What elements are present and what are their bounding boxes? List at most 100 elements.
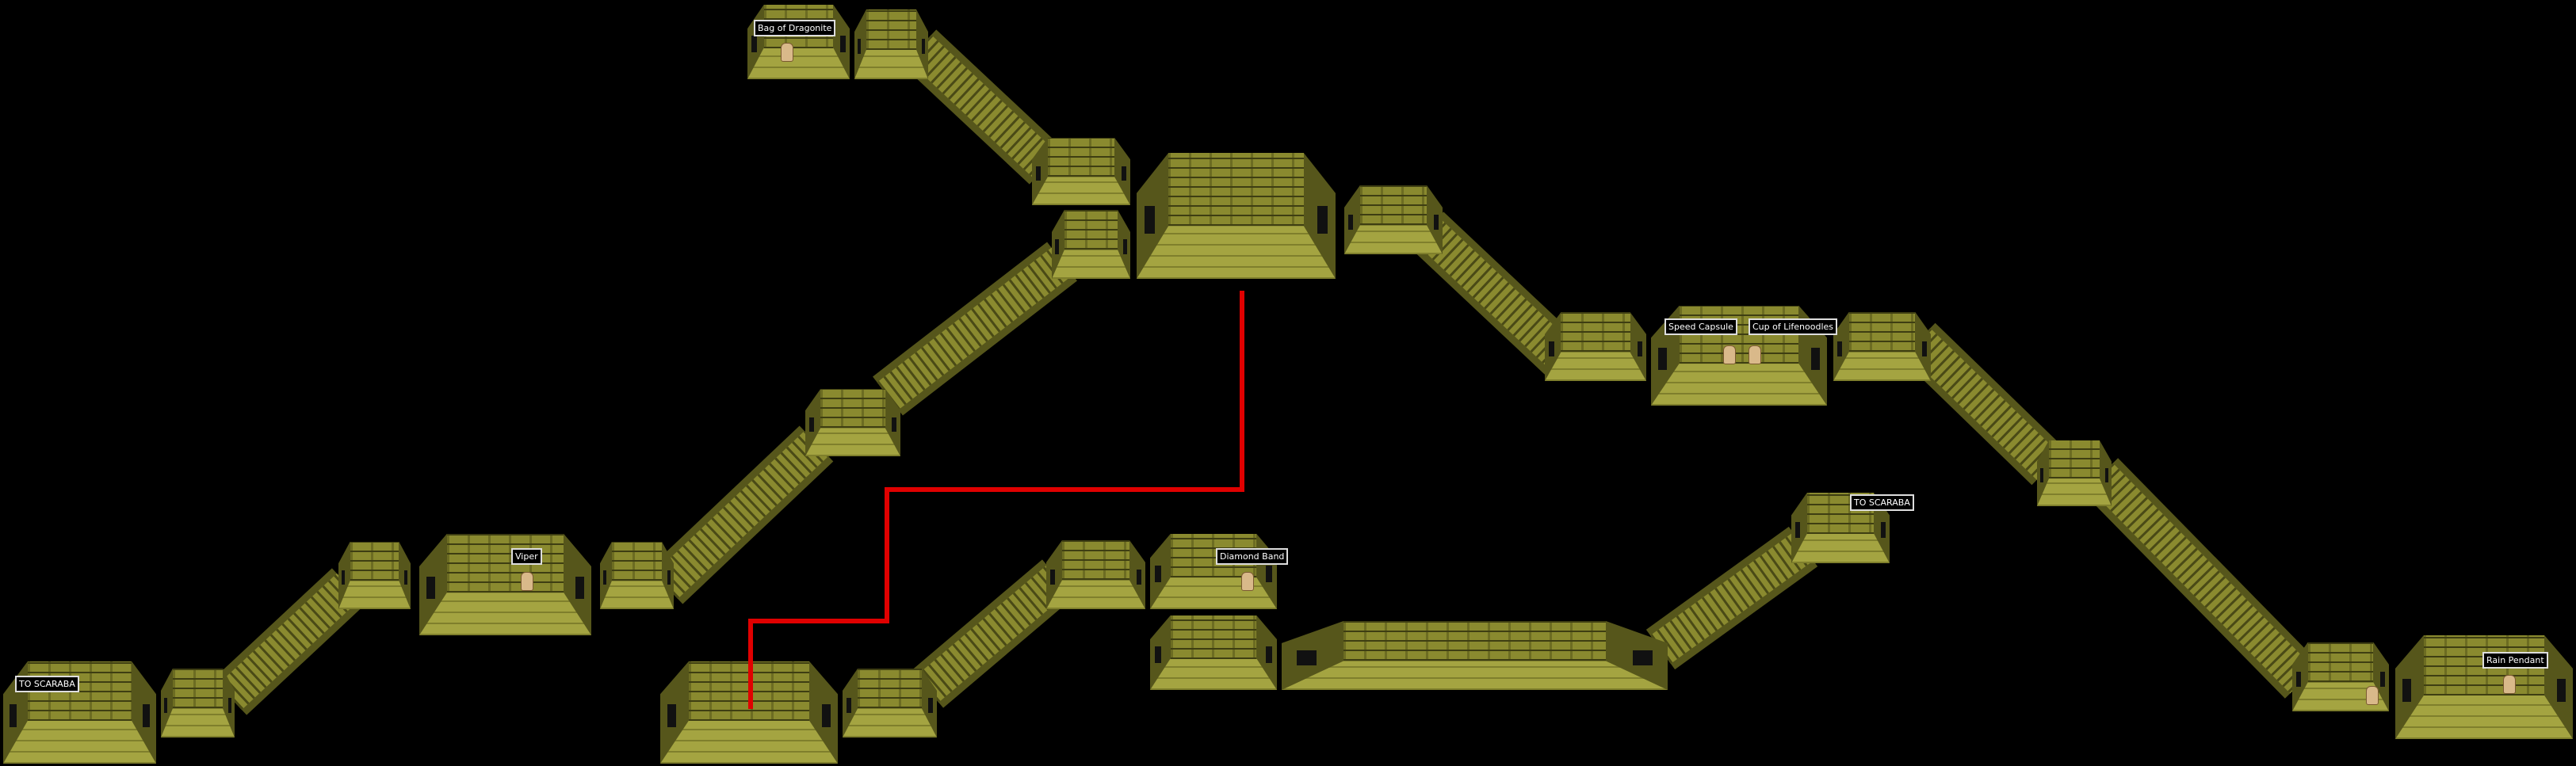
doorway[interactable] (1921, 341, 1928, 356)
room (600, 542, 674, 609)
doorway[interactable] (1123, 238, 1128, 254)
room-floor (747, 48, 850, 79)
room-back-wall (1047, 138, 1115, 177)
doorway[interactable] (9, 704, 17, 727)
doorway[interactable] (142, 704, 151, 727)
room (1137, 153, 1336, 279)
doorway[interactable] (1136, 569, 1141, 585)
room (805, 389, 900, 456)
doorway[interactable] (751, 36, 757, 53)
room (161, 669, 235, 737)
doorway[interactable] (928, 697, 934, 713)
doorway[interactable] (341, 570, 346, 585)
room (843, 669, 937, 737)
staircase (1414, 216, 1574, 370)
doorway[interactable] (1050, 569, 1056, 585)
label-to-scaraba-east: TO SCARABA (1850, 494, 1914, 511)
room-floor (843, 708, 937, 737)
doorway[interactable] (2380, 671, 2386, 687)
doorway[interactable] (1633, 650, 1653, 665)
room-floor (1150, 658, 1277, 690)
room (1344, 185, 1443, 254)
room (419, 534, 591, 635)
doorway[interactable] (1836, 341, 1843, 356)
staircase (907, 34, 1059, 180)
room-floor (419, 593, 591, 635)
doorway[interactable] (892, 417, 897, 433)
room-back-wall (446, 534, 564, 593)
chest-icon[interactable] (2366, 686, 2379, 705)
room (1282, 621, 1668, 690)
doorway[interactable] (1794, 522, 1801, 538)
staircase (877, 247, 1073, 410)
staircase (915, 565, 1070, 703)
doorway[interactable] (1637, 341, 1642, 356)
chest-icon[interactable] (1241, 572, 1254, 591)
doorway[interactable] (1433, 214, 1439, 230)
staircase (217, 573, 361, 711)
room (1545, 312, 1646, 381)
room-floor (1052, 250, 1130, 279)
doorway[interactable] (1317, 205, 1328, 234)
doorway[interactable] (403, 570, 408, 585)
doorway[interactable] (1880, 522, 1886, 538)
doorway[interactable] (2402, 679, 2412, 702)
doorway[interactable] (2295, 671, 2301, 687)
doorway[interactable] (1155, 646, 1162, 664)
doorway[interactable] (1155, 565, 1162, 582)
room (1150, 615, 1277, 690)
label-rain-pendant: Rain Pendant (2482, 652, 2548, 669)
room-back-wall (2049, 440, 2100, 479)
doorway[interactable] (1811, 347, 1821, 370)
doorway[interactable] (575, 576, 585, 599)
doorway[interactable] (2556, 679, 2566, 702)
doorway[interactable] (667, 704, 677, 727)
doorway[interactable] (1145, 205, 1155, 234)
doorway[interactable] (1347, 214, 1354, 230)
room-floor (3, 720, 156, 764)
room-back-wall (2307, 642, 2374, 683)
doorway[interactable] (602, 570, 607, 585)
chest-icon[interactable] (1749, 345, 1761, 364)
doorway[interactable] (2104, 467, 2109, 483)
doorway[interactable] (667, 570, 671, 585)
chest-icon[interactable] (2503, 675, 2516, 694)
doorway[interactable] (163, 697, 168, 713)
room-floor (805, 428, 900, 456)
doorway[interactable] (1297, 650, 1317, 665)
doorway[interactable] (1549, 341, 1554, 356)
doorway[interactable] (2039, 467, 2044, 483)
room-floor (2395, 695, 2573, 739)
staircase (653, 431, 829, 599)
doorway[interactable] (1265, 646, 1272, 664)
doorway[interactable] (1054, 238, 1059, 254)
doorway[interactable] (846, 697, 851, 713)
doorway[interactable] (821, 704, 831, 727)
doorway[interactable] (1657, 347, 1667, 370)
room-back-wall (1170, 615, 1257, 659)
staircase (1905, 328, 2062, 480)
doorway[interactable] (1265, 565, 1272, 582)
room-back-wall (1168, 153, 1304, 227)
doorway[interactable] (1035, 166, 1041, 181)
doorway[interactable] (840, 36, 846, 53)
route-path (748, 291, 1244, 709)
room (1833, 312, 1931, 381)
room-back-wall (858, 669, 922, 709)
doorway[interactable] (1121, 166, 1127, 181)
room-floor (161, 708, 235, 737)
doorway[interactable] (426, 576, 435, 599)
doorway[interactable] (227, 697, 232, 713)
doorway[interactable] (857, 38, 862, 55)
chest-icon[interactable] (521, 572, 533, 591)
room-floor (1791, 533, 1890, 563)
room-back-wall (611, 542, 663, 581)
room (338, 542, 411, 609)
staircase (2088, 463, 2315, 694)
doorway[interactable] (808, 417, 814, 433)
chest-icon[interactable] (1723, 345, 1736, 364)
room (1052, 210, 1130, 279)
doorway[interactable] (921, 38, 926, 55)
chest-icon[interactable] (781, 43, 793, 62)
